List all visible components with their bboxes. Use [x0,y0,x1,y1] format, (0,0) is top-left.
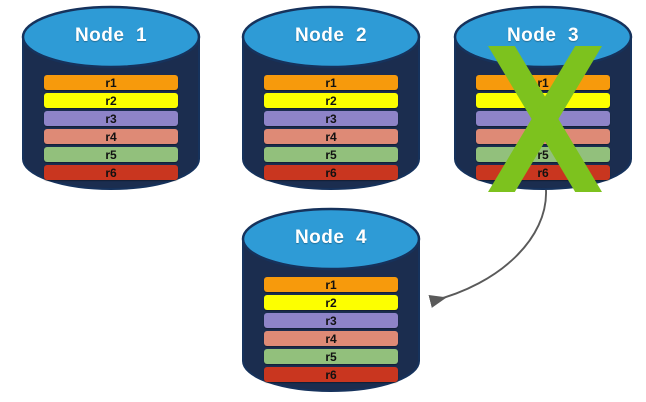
cylinder-top-disc [241,5,421,69]
record-r5[interactable]: r5 [264,147,398,162]
record-r3[interactable]: r3 [476,111,610,126]
record-label: r2 [325,295,337,310]
record-label: r6 [325,165,337,180]
record-r1[interactable]: r1 [264,277,398,292]
record-label: r4 [325,331,337,346]
record-label: r5 [105,147,117,162]
record-r4[interactable]: r4 [476,129,610,144]
record-stack: r1 r2 r3 r4 r5 r6 [22,75,200,180]
record-r4[interactable]: r4 [264,331,398,346]
record-r2[interactable]: r2 [264,93,398,108]
record-r2[interactable]: r2 [476,93,610,108]
record-label: r3 [537,111,549,126]
cylinder-top-disc [241,207,421,271]
record-label: r5 [537,147,549,162]
record-label: r3 [325,313,337,328]
record-label: r2 [537,93,549,108]
record-label: r4 [105,129,117,144]
record-r5[interactable]: r5 [476,147,610,162]
record-r1[interactable]: r1 [44,75,178,90]
record-r4[interactable]: r4 [44,129,178,144]
record-label: r5 [325,147,337,162]
record-r1[interactable]: r1 [476,75,610,90]
record-label: r6 [105,165,117,180]
record-label: r1 [325,75,337,90]
record-r6[interactable]: r6 [264,165,398,180]
cylinder-top-disc [21,5,201,69]
record-r1[interactable]: r1 [264,75,398,90]
record-label: r3 [105,111,117,126]
record-label: r4 [325,129,337,144]
record-r3[interactable]: r3 [264,111,398,126]
record-label: r1 [105,75,117,90]
record-label: r2 [325,93,337,108]
record-r3[interactable]: r3 [264,313,398,328]
record-r6[interactable]: r6 [44,165,178,180]
record-r2[interactable]: r2 [44,93,178,108]
record-r6[interactable]: r6 [264,367,398,382]
record-r6[interactable]: r6 [476,165,610,180]
record-r5[interactable]: r5 [44,147,178,162]
record-stack: r1 r2 r3 r4 r5 r6 [242,277,420,382]
record-label: r4 [537,129,549,144]
record-r3[interactable]: r3 [44,111,178,126]
record-label: r2 [105,93,117,108]
arrow-path [428,189,547,308]
cylinder-top-disc [453,5,633,69]
record-r5[interactable]: r5 [264,349,398,364]
record-label: r6 [537,165,549,180]
record-stack: r1 r2 r3 r4 r5 r6 [454,75,632,180]
record-label: r1 [537,75,549,90]
record-label: r6 [325,367,337,382]
record-r4[interactable]: r4 [264,129,398,144]
record-r2[interactable]: r2 [264,295,398,310]
record-label: r3 [325,111,337,126]
record-label: r5 [325,349,337,364]
record-stack: r1 r2 r3 r4 r5 r6 [242,75,420,180]
record-label: r1 [325,277,337,292]
